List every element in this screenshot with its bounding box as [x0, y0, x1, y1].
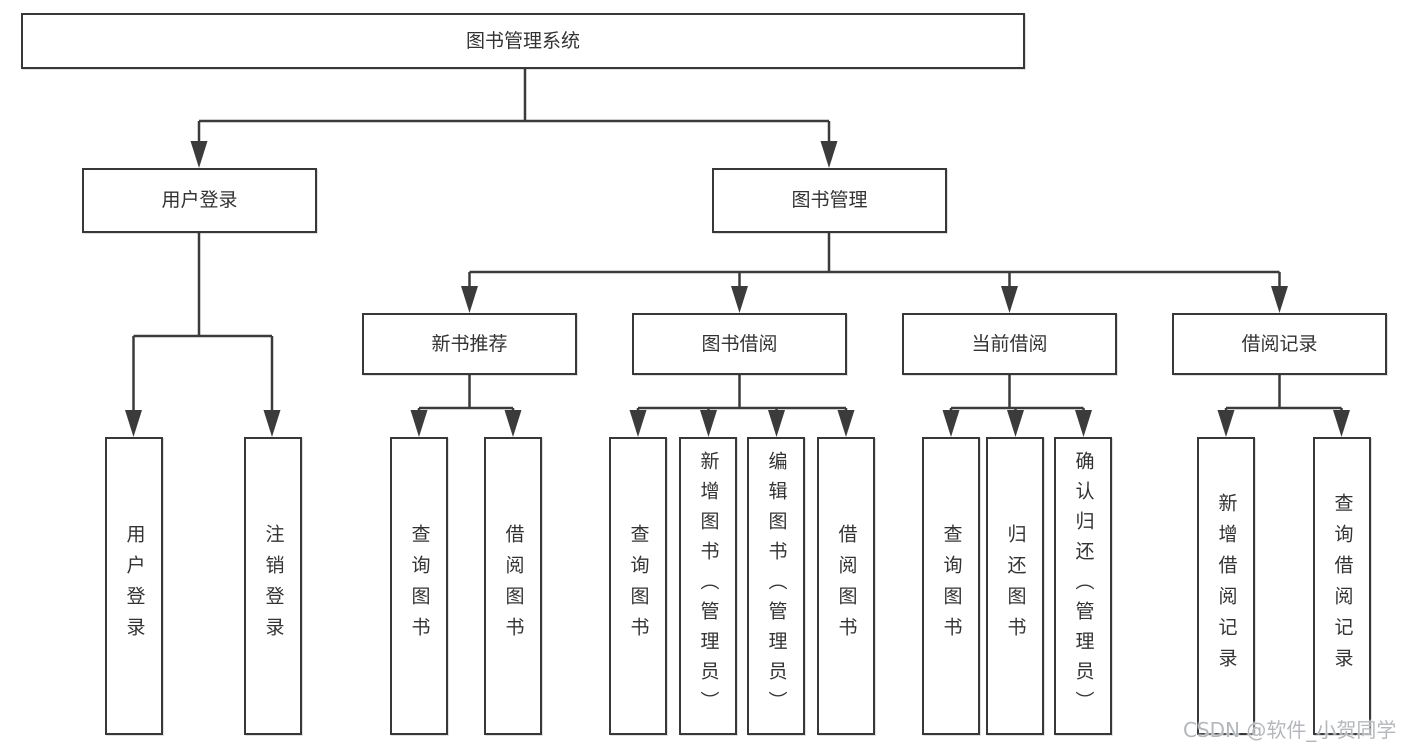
leaf-return-book-label: 归还图书	[1004, 524, 1027, 648]
leaf-query-books-recommend-label: 查询图书	[408, 524, 431, 648]
csdn-watermark: CSDN @软件_小贺同学	[1183, 714, 1396, 743]
leaf-logout-label: 注销登录	[262, 524, 285, 648]
leaf-add-book-admin: 新增图书（管理员）	[679, 437, 737, 735]
node-user-login: 用户登录	[82, 168, 317, 233]
csdn-watermark-text: CSDN @软件_小贺同学	[1183, 718, 1397, 742]
leaf-edit-book-admin: 编辑图书（管理员）	[747, 437, 805, 735]
leaf-query-borrow-record-label: 查询借阅记录	[1331, 493, 1354, 679]
leaf-confirm-return-admin-label: 确认归还（管理员）	[1072, 451, 1095, 721]
node-current-borrow: 当前借阅	[902, 313, 1117, 375]
leaf-query-borrow-record: 查询借阅记录	[1313, 437, 1371, 735]
leaf-confirm-return-admin: 确认归还（管理员）	[1054, 437, 1112, 735]
leaf-user-login: 用户登录	[105, 437, 163, 735]
node-new-book-recommend: 新书推荐	[362, 313, 577, 375]
leaf-return-book: 归还图书	[986, 437, 1044, 735]
node-user-login-label: 用户登录	[161, 189, 238, 211]
node-current-borrow-label: 当前借阅	[971, 332, 1048, 355]
leaf-user-login-label: 用户登录	[123, 524, 146, 648]
node-root-label: 图书管理系统	[465, 29, 580, 52]
leaf-logout: 注销登录	[244, 437, 302, 735]
leaf-borrow-books-recommend: 借阅图书	[484, 437, 542, 735]
node-book-borrow-label: 图书借阅	[701, 332, 778, 355]
leaf-add-borrow-record-label: 新增借阅记录	[1215, 493, 1238, 679]
leaf-edit-book-admin-label: 编辑图书（管理员）	[765, 451, 788, 721]
leaf-borrow-books-recommend-label: 借阅图书	[502, 524, 525, 648]
leaf-borrow-books-label: 借阅图书	[835, 524, 858, 648]
node-borrow-records: 借阅记录	[1172, 313, 1387, 375]
node-new-book-recommend-label: 新书推荐	[431, 332, 508, 355]
leaf-query-books-recommend: 查询图书	[390, 437, 448, 735]
leaf-query-books-borrow-label: 查询图书	[627, 524, 650, 648]
node-root: 图书管理系统	[21, 13, 1025, 69]
node-book-borrow: 图书借阅	[632, 313, 847, 375]
leaf-add-borrow-record: 新增借阅记录	[1197, 437, 1255, 735]
leaf-query-books-borrow: 查询图书	[609, 437, 667, 735]
node-book-management: 图书管理	[712, 168, 947, 233]
node-book-management-label: 图书管理	[791, 189, 868, 211]
leaf-query-books-current-label: 查询图书	[940, 524, 963, 648]
node-borrow-records-label: 借阅记录	[1241, 332, 1318, 355]
leaf-query-books-current: 查询图书	[922, 437, 980, 735]
arrowheads	[125, 141, 1350, 437]
leaf-add-book-admin-label: 新增图书（管理员）	[697, 451, 720, 721]
leaf-borrow-books: 借阅图书	[817, 437, 875, 735]
